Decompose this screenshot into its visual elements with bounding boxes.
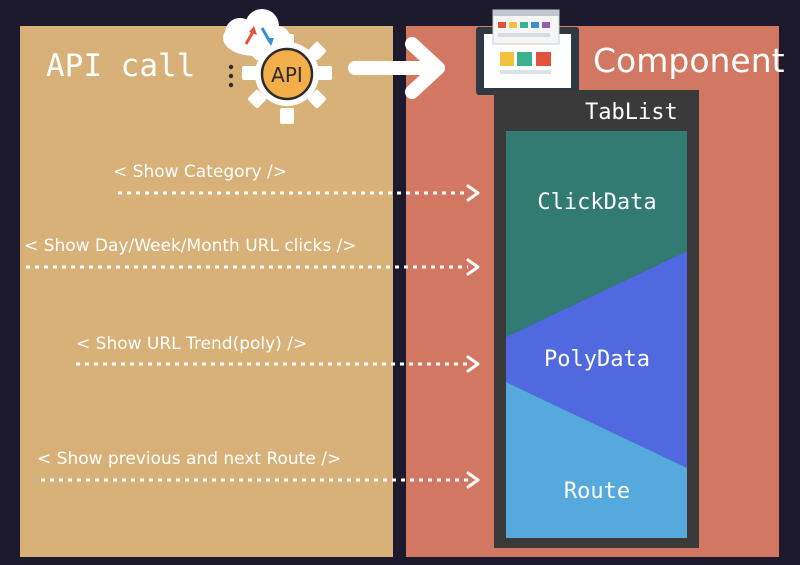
call-label-show-route: < Show previous and next Route /> bbox=[37, 449, 342, 469]
api-gear-icon bbox=[242, 34, 332, 124]
ellipsis-dots bbox=[228, 64, 234, 88]
api-call-title: API call bbox=[46, 48, 196, 84]
arrow-heads bbox=[466, 184, 480, 489]
main-arrow bbox=[348, 37, 445, 99]
api-gear-label: API bbox=[271, 63, 303, 87]
api-call-panel bbox=[20, 26, 393, 557]
tab-label-route: Route bbox=[563, 479, 631, 504]
component-title: Component bbox=[593, 41, 785, 80]
call-label-show-url-trend: < Show URL Trend(poly) /> bbox=[76, 334, 308, 354]
tab-label-polydata: PolyData bbox=[544, 347, 650, 372]
tab-label-clickdata: ClickData bbox=[537, 190, 657, 215]
call-arrows bbox=[26, 191, 468, 482]
tablist-title: TabList bbox=[585, 100, 678, 125]
tab-section-polydata[interactable] bbox=[506, 251, 687, 468]
call-label-show-category: < Show Category /> bbox=[113, 162, 287, 182]
tab-section-route[interactable] bbox=[506, 382, 687, 538]
tab-section-clickdata[interactable] bbox=[506, 131, 687, 337]
call-label-show-url-clicks: < Show Day/Week/Month URL clicks /> bbox=[24, 236, 357, 256]
